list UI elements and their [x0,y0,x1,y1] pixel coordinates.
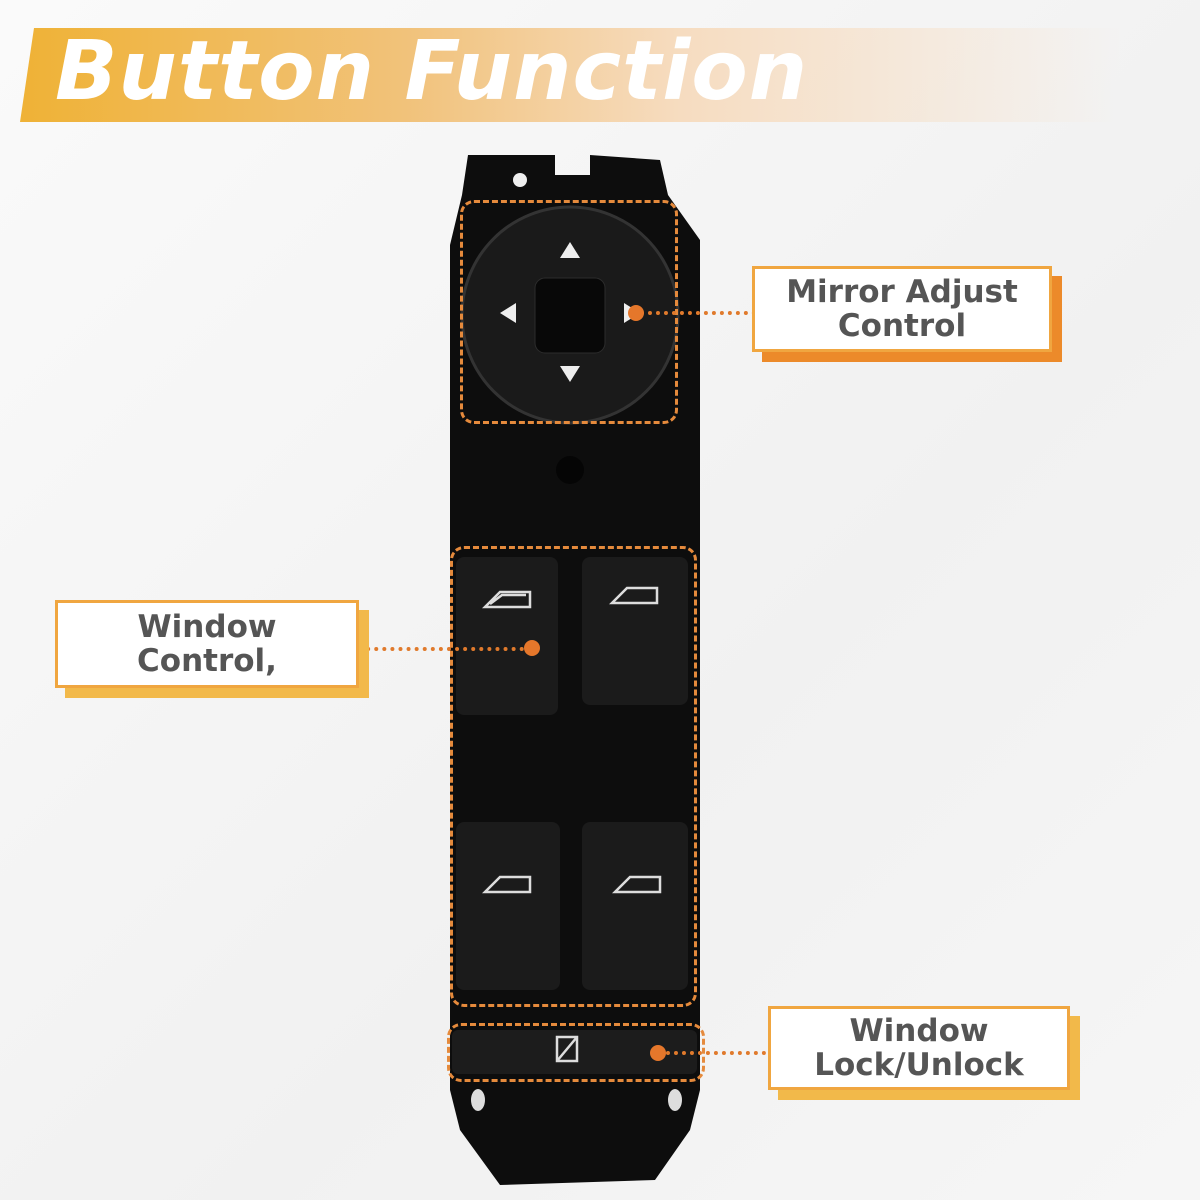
window-buttons [456,557,688,990]
page-title: Button Function [55,24,809,119]
window-button-rear-right [582,822,688,990]
window-icon [481,875,532,894]
arrow-left-icon [500,303,516,323]
window-icon [611,875,662,894]
arrow-up-icon [560,242,580,258]
window-button-rear-left [456,822,560,990]
window-pointer-dot [524,640,540,656]
window-control-highlight [450,546,697,1007]
mirror-joystick [534,277,606,354]
mirror-callout: Mirror Adjust Control [752,266,1052,352]
screw-hole-icon [668,1089,682,1111]
header-banner [20,28,1120,122]
mirror-pointer-dot [628,305,644,321]
window-button-front-left [456,557,558,715]
window-icon [608,586,659,605]
screw-hole-icon [513,173,527,187]
arrow-down-icon [560,366,580,382]
window-button-front-right [582,557,688,705]
lock-pointer-dot [650,1045,666,1061]
window-lock-icon [555,1035,579,1063]
window-control-callout: Window Control, [55,600,359,688]
lock-button [452,1030,697,1074]
screw-hole-icon [471,1089,485,1111]
lock-callout: Window Lock/Unlock [768,1006,1070,1090]
window-icon [481,590,532,609]
